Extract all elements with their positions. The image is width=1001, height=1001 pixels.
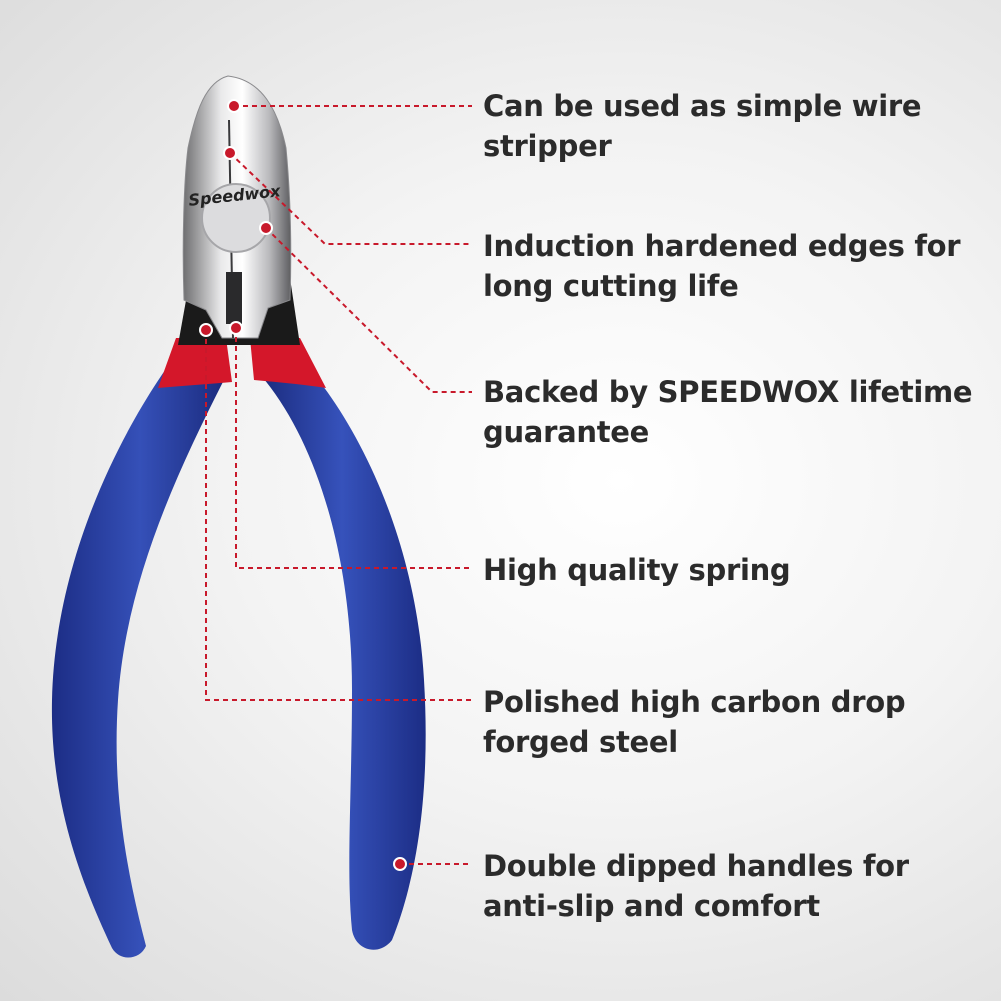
callout-dipped-handles: Double dipped handles for anti-slip and … [483, 846, 993, 926]
callout-3-line-1: Backed by SPEEDWOX lifetime [483, 375, 973, 409]
leader-2 [229, 152, 472, 245]
leader-5 [205, 330, 472, 701]
callout-5-line-2: forged steel [483, 725, 678, 759]
callout-forged-steel: Polished high carbon drop forged steel [483, 682, 993, 762]
dot-3 [259, 221, 273, 235]
callout-spring: High quality spring [483, 550, 993, 590]
right-handle [258, 372, 426, 950]
callout-lifetime-guarantee: Backed by SPEEDWOX lifetime guarantee [483, 372, 993, 452]
callout-2-line-2: long cutting life [483, 269, 739, 303]
spring-slot [226, 272, 242, 324]
dot-6 [393, 857, 407, 871]
callout-dots [199, 99, 407, 871]
callout-6-line-2: anti-slip and comfort [483, 889, 820, 923]
callout-2-line-1: Induction hardened edges for [483, 229, 961, 263]
callout-wire-stripper: Can be used as simple wire stripper [483, 86, 993, 166]
callout-3-line-2: guarantee [483, 415, 649, 449]
callout-leaders [205, 105, 472, 865]
callout-1-line-1: Can be used as simple wire [483, 89, 922, 123]
callout-5-line-1: Polished high carbon drop [483, 685, 906, 719]
callout-4-line-1: High quality spring [483, 553, 791, 587]
pivot-rivet [201, 183, 271, 253]
dot-5 [199, 323, 213, 337]
dot-4 [229, 321, 243, 335]
callout-induction-hardened: Induction hardened edges for long cuttin… [483, 226, 993, 306]
callout-1-line-2: stripper [483, 129, 612, 163]
dot-1 [227, 99, 241, 113]
right-collar [250, 338, 326, 388]
left-collar [158, 338, 232, 388]
dot-2 [223, 146, 237, 160]
callout-6-line-1: Double dipped handles for [483, 849, 909, 883]
left-handle [51, 352, 228, 958]
leader-4 [235, 328, 472, 569]
